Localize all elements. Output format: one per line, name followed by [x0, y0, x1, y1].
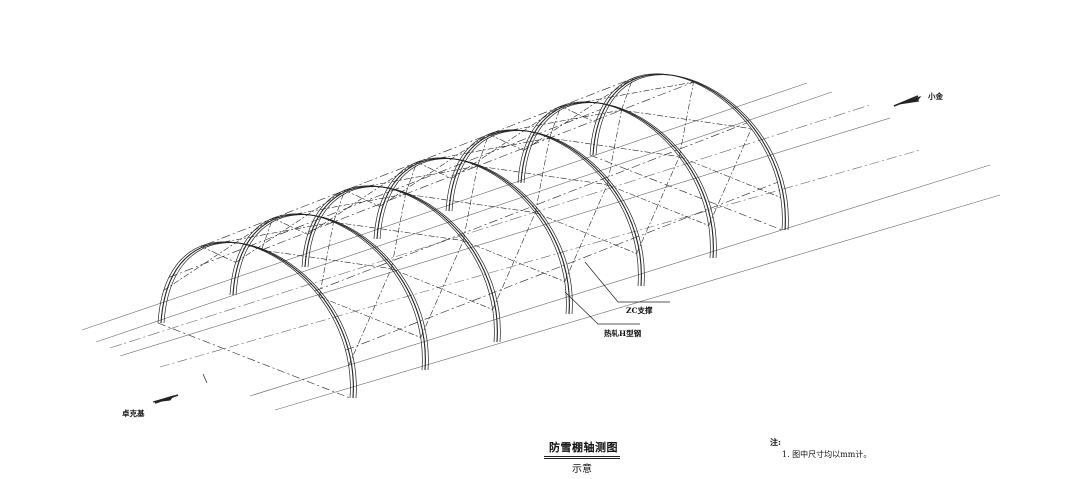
arch-7-member: [592, 73, 786, 231]
drawing-subtitle: 示意: [572, 464, 592, 475]
zc-brace-diagonal: [272, 217, 308, 235]
zc-brace-diagonal: [163, 217, 273, 291]
zc-brace-diagonal: [451, 105, 561, 179]
longitudinal-purlin: [345, 181, 778, 351]
zc-brace-diagonal: [560, 105, 596, 123]
zc-brace-diagonal: [621, 78, 634, 111]
ground-lines: [81, 82, 1001, 411]
zc-brace-diagonal: [416, 161, 452, 179]
arch-1-member: [163, 242, 357, 399]
arch-5-member: [451, 130, 645, 287]
zc-brace-diagonal: [333, 190, 346, 223]
title-underline-1: [544, 456, 620, 457]
zc-brace-diagonal: [549, 106, 562, 139]
brace-label: ZC支撑: [626, 306, 653, 315]
ground-line: [159, 149, 921, 368]
zc-brace-diagonal: [420, 240, 464, 338]
zc-brace-diagonal: [535, 138, 550, 213]
zc-brace-diagonal: [261, 218, 274, 251]
zc-brace-diagonal: [607, 110, 622, 185]
arrow-right-shaft: [893, 95, 919, 107]
center-line: [109, 104, 871, 349]
zc-brace-diagonal: [344, 165, 478, 191]
break-mark: [202, 373, 208, 384]
zc-brace-diagonal: [200, 221, 334, 247]
zc-brace-diagonal: [463, 166, 478, 241]
zc-brace-diagonal: [348, 268, 392, 366]
arch-frames: [157, 73, 789, 399]
arch-2-member: [232, 213, 426, 371]
zc-brace-diagonal: [679, 82, 694, 157]
longitudinal-purlin: [205, 76, 638, 245]
brace-leader: [584, 261, 670, 303]
annotation-leaders: [564, 261, 670, 325]
zc-brace-diagonal: [564, 184, 608, 282]
ground-line: [274, 194, 1001, 411]
ground-line: [81, 82, 808, 331]
arch-5-member: [445, 129, 639, 287]
zc-bracing: [157, 76, 783, 399]
steel-label: 热轧H型钢: [604, 329, 642, 338]
zc-brace-diagonal: [379, 133, 489, 207]
zc-brace-diagonal: [405, 162, 418, 195]
title-underline-2: [544, 458, 620, 459]
end-base-tie: [589, 154, 783, 231]
zc-brace-diagonal: [523, 77, 633, 151]
zc-brace-diagonal: [391, 194, 406, 269]
arch-4-member: [373, 157, 567, 315]
arch-4-member: [376, 157, 570, 315]
zc-brace-diagonal: [416, 137, 550, 163]
ground-line: [119, 117, 891, 357]
arch-6-member: [520, 101, 714, 259]
zc-brace-diagonal: [319, 222, 334, 297]
arch-3-member: [301, 185, 495, 343]
arrow-left-icon: [152, 395, 175, 403]
zc-brace-diagonal: [488, 109, 622, 135]
end-base-tie: [157, 322, 351, 399]
direction-arrows: [152, 95, 922, 404]
ground-line: [249, 164, 991, 397]
arch-7-member: [595, 74, 789, 231]
arch-3-member: [304, 185, 498, 343]
zc-brace-diagonal: [272, 193, 406, 219]
ground-line: [95, 91, 833, 343]
notes-item-1: 1. 图中尺寸均以mm计。: [782, 450, 872, 459]
arch-6-member: [517, 101, 711, 259]
arrow-left-shaft: [154, 394, 179, 404]
zc-brace-diagonal: [560, 81, 694, 107]
zc-brace-diagonal: [708, 128, 752, 226]
zc-brace-diagonal: [344, 189, 380, 207]
direction-label-right: 小金: [928, 92, 943, 101]
arch-3-member: [307, 186, 501, 343]
drawing-title: 防雪棚轴测图: [549, 441, 618, 454]
arch-4-member: [379, 158, 573, 315]
zc-brace-diagonal: [636, 156, 680, 254]
zc-brace-diagonal: [307, 161, 417, 235]
arch-2-member: [229, 213, 423, 371]
direction-label-left: 卓克基: [122, 409, 145, 418]
notes-heading: 注:: [770, 437, 781, 447]
zc-brace-diagonal: [492, 212, 536, 310]
zc-brace-diagonal: [477, 134, 490, 167]
arch-5-member: [448, 129, 642, 287]
arch-7-member: [589, 73, 783, 231]
steel-leader: [564, 291, 640, 325]
zc-brace-diagonal: [235, 189, 345, 263]
arch-2-member: [235, 214, 429, 371]
longitudinal-purlin: [168, 109, 601, 278]
zc-brace-diagonal: [488, 133, 524, 151]
longitudinal-purlin: [314, 122, 747, 292]
zc-brace-diagonal: [200, 245, 236, 263]
